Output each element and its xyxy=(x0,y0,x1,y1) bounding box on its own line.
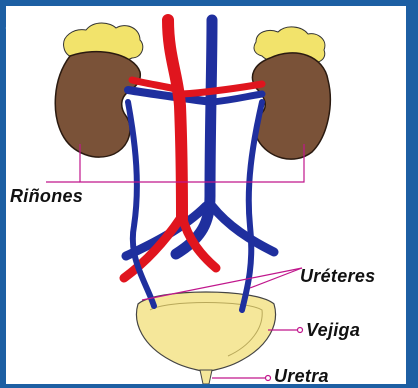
urethra xyxy=(200,370,212,384)
urethra-pointer-dot xyxy=(266,376,271,381)
ureters-label: Uréteres xyxy=(300,266,375,287)
aorta xyxy=(168,20,182,218)
diagram-frame: Riñones Uréteres Vejiga Uretra xyxy=(6,6,406,384)
ureters xyxy=(128,102,262,310)
bladder-pointer-dot xyxy=(298,328,303,333)
kidneys-label: Riñones xyxy=(10,186,83,207)
right-iliac-vein xyxy=(212,206,274,252)
urethra-label: Uretra xyxy=(274,366,329,384)
bladder-label: Vejiga xyxy=(306,320,360,341)
bladder xyxy=(136,292,275,372)
artery-vessels xyxy=(124,20,262,278)
right-renal-vein xyxy=(212,94,262,102)
right-renal-artery xyxy=(182,84,262,94)
ureters-pointer-right xyxy=(250,268,302,288)
